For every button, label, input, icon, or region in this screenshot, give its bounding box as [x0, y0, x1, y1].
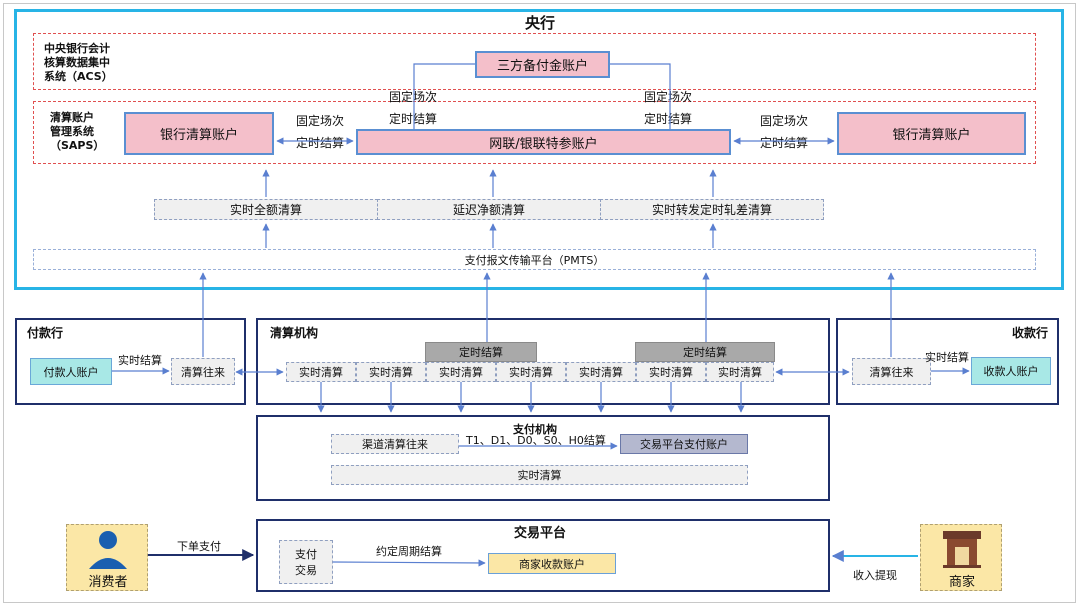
realtime-clearing-cell[interactable]: 实时清算: [636, 362, 706, 382]
realtime-clearing-cell[interactable]: 实时清算: [356, 362, 426, 382]
user-icon-head: [99, 531, 117, 549]
payee-bank-title: 收款行: [1012, 326, 1049, 340]
channel-clearing-account[interactable]: 渠道清算往来: [331, 434, 459, 454]
payer-account[interactable]: 付款人账户: [30, 358, 112, 385]
central-bank-panel: [14, 9, 1064, 290]
shop-icon: [943, 531, 981, 568]
consumer-box[interactable]: 消费者: [66, 524, 148, 591]
payer-bank-title: 付款行: [27, 326, 64, 340]
merchant-receiving-account[interactable]: 商家收款账户: [488, 553, 616, 574]
platform-payment-account[interactable]: 交易平台支付账户: [620, 434, 748, 454]
payee-clearing-account[interactable]: 清算往来: [852, 358, 931, 385]
outer-frame: [3, 3, 1076, 603]
bank-clearing-account-right[interactable]: 银行清算账户: [837, 112, 1026, 155]
scheduled-settlement-2[interactable]: 定时结算: [635, 342, 775, 362]
payment-org-panel: [256, 415, 830, 501]
payer-clearing-account[interactable]: 清算往来: [171, 358, 235, 385]
realtime-clearing-cell[interactable]: 实时清算: [286, 362, 356, 382]
link-third-party-left: [413, 63, 475, 129]
payment-org-realtime-clearing[interactable]: 实时清算: [331, 465, 748, 485]
trade-platform-title: 交易平台: [513, 526, 566, 541]
realtime-gross-settlement[interactable]: 实时全额清算: [154, 199, 378, 220]
fixed-session-label-top-left: 固定场次定时结算: [388, 90, 437, 126]
payee-realtime-settle-label: 实时结算: [925, 351, 969, 364]
saps-label: 清算账户 管理系统 （SAPS）: [50, 111, 105, 152]
order-pay-label: 下单支付: [177, 540, 221, 553]
user-icon-body: [89, 558, 127, 569]
merchant-label: 商家: [948, 575, 975, 590]
special-participant-account[interactable]: 网联/银联特参账户: [356, 129, 731, 155]
fixed-session-label-top-right: 固定场次定时结算: [643, 90, 692, 126]
bank-clearing-account-left[interactable]: 银行清算账户: [124, 112, 274, 155]
pmts-platform[interactable]: 支付报文传输平台（PMTS）: [33, 249, 1036, 270]
acs-label: 中央银行会计 核算数据集中 系统（ACS）: [44, 42, 113, 83]
payee-account[interactable]: 收款人账户: [971, 357, 1051, 385]
realtime-clearing-cell[interactable]: 实时清算: [426, 362, 496, 382]
arrow-pay-merchant: [332, 559, 486, 567]
agreed-cycle-label: 约定周期结算: [376, 545, 442, 558]
realtime-clearing-cell[interactable]: 实时清算: [566, 362, 636, 382]
income-withdraw-label: 收入提现: [853, 569, 897, 582]
merchant-box[interactable]: 商家: [920, 524, 1002, 591]
third-party-reserve-account[interactable]: 三方备付金账户: [475, 51, 610, 78]
settle-cycles-label: T1、D1、D0、S0、H0结算: [466, 434, 606, 447]
link-third-party-right: [610, 63, 671, 129]
consumer-label: 消费者: [88, 575, 128, 590]
saps-region: [33, 101, 1036, 164]
payer-realtime-settle-label: 实时结算: [118, 354, 162, 367]
payment-org-title: 支付机构: [513, 423, 557, 436]
realtime-clearing-cell[interactable]: 实时清算: [706, 362, 774, 382]
central-bank-title: 央行: [524, 14, 555, 32]
acs-region: [33, 33, 1036, 90]
scheduled-settlement-1[interactable]: 定时结算: [425, 342, 537, 362]
realtime-forward-timed-netting[interactable]: 实时转发定时轧差清算: [600, 199, 824, 220]
clearing-org-title: 清算机构: [270, 326, 319, 340]
pay-trade-box[interactable]: 支付交易: [279, 540, 333, 584]
realtime-clearing-cell[interactable]: 实时清算: [496, 362, 566, 382]
